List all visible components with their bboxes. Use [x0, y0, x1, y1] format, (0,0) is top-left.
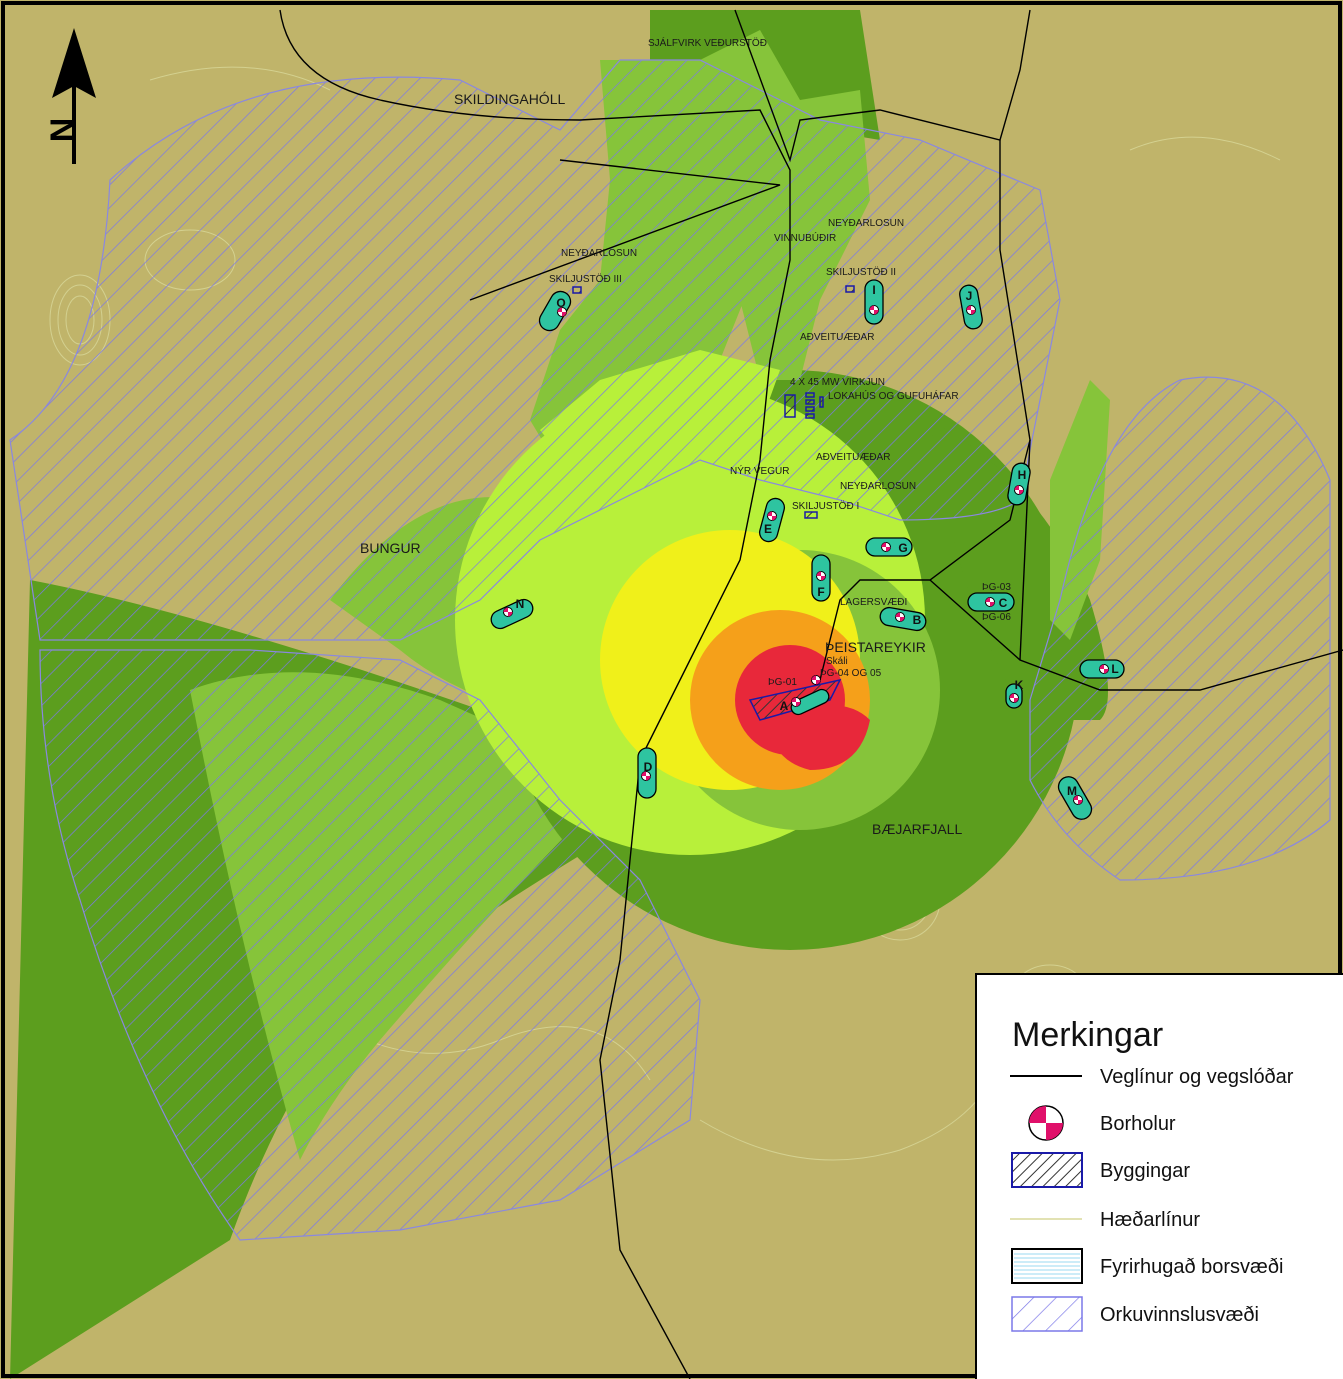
- well-label[interactable]: B: [913, 613, 922, 627]
- place-label: ÞEISTAREYKIR: [825, 639, 926, 655]
- place-label: SKILJUSTÖÐ III: [549, 273, 622, 285]
- zone-red-lobe: [770, 705, 870, 770]
- borehole-icon: [641, 771, 651, 781]
- borehole-icon: [1028, 1105, 1064, 1141]
- well-label[interactable]: O: [556, 296, 565, 310]
- place-label: 4 X 45 MW VIRKJUN: [790, 377, 885, 388]
- legend-label: Byggingar: [1100, 1160, 1190, 1182]
- place-label: BUNGUR: [360, 540, 421, 556]
- borehole-markers: [503, 305, 1109, 805]
- well-label[interactable]: N: [516, 597, 525, 611]
- road-lines: [279, 9, 1343, 1379]
- borehole-icon: [895, 612, 905, 622]
- well-label[interactable]: L: [1111, 662, 1118, 676]
- well-pad-i[interactable]: [864, 279, 884, 325]
- place-label: AÐVEITUÆÐAR: [800, 332, 874, 343]
- drill-area-icon: [1011, 1248, 1083, 1284]
- place-label: VINNUBÚÐIR: [774, 231, 836, 244]
- well-label[interactable]: H: [1018, 468, 1027, 482]
- place-label: SKILJUSTÖÐ II: [826, 266, 896, 278]
- place-label: ÞG-06: [982, 612, 1011, 623]
- well-label[interactable]: K: [1015, 678, 1024, 692]
- place-label: SJÁLFVIRK VEÐURSTÖÐ: [648, 36, 767, 49]
- borehole-icon: [1014, 485, 1024, 495]
- borehole-icon: [811, 675, 821, 685]
- borehole-icon: [1073, 795, 1083, 805]
- place-labels: SJÁLFVIRK VEÐURSTÖÐ SKILDINGAHÓLL NEYÐAR…: [360, 36, 1011, 837]
- borehole-icon: [881, 542, 891, 552]
- borehole-icon: [791, 697, 801, 707]
- borehole-icon: [1099, 664, 1109, 674]
- place-label: AÐVEITUÆÐAR: [816, 452, 890, 463]
- place-label: Skáli: [826, 656, 848, 667]
- zone-mid-east: [1050, 380, 1110, 640]
- borehole-icon: [966, 305, 976, 315]
- well-label[interactable]: F: [817, 585, 824, 599]
- place-label: ÞG-04 OG 05: [820, 668, 882, 679]
- borehole-icon: [985, 597, 995, 607]
- energy-zones-hatch: [9, 59, 1331, 1241]
- north-arrow-label: N: [44, 118, 82, 143]
- place-label: LAGERSVÆÐI: [840, 597, 907, 608]
- legend-label: Fyrirhugað borsvæði: [1100, 1256, 1283, 1278]
- borehole-icon: [1009, 693, 1019, 703]
- borehole-icon: [869, 305, 879, 315]
- place-label: BÆJARFJALL: [872, 821, 962, 837]
- place-label: NEYÐARLOSUN: [561, 248, 637, 259]
- place-label: NEYÐARLOSUN: [828, 218, 904, 229]
- place-label: SKILDINGAHÓLL: [454, 91, 565, 107]
- legend: Merkingar Veglínur og vegslóðar Borholur…: [975, 973, 1343, 1379]
- legend-label: Veglínur og vegslóðar: [1100, 1066, 1294, 1088]
- well-label[interactable]: C: [999, 596, 1008, 610]
- place-label: ÞG-01: [768, 677, 797, 688]
- place-label: NEYÐARLOSUN: [840, 481, 916, 492]
- legend-label: Orkuvinnslusvæði: [1100, 1304, 1259, 1326]
- well-label[interactable]: A: [780, 699, 789, 713]
- place-label: ÞG-03: [982, 582, 1011, 593]
- building-hatch-icon: [1011, 1152, 1083, 1188]
- legend-label: Hæðarlínur: [1100, 1209, 1200, 1231]
- legend-label: Borholur: [1100, 1113, 1176, 1135]
- legend-title: Merkingar: [1012, 1016, 1163, 1054]
- well-label[interactable]: J: [966, 289, 973, 303]
- well-pad-h[interactable]: [1006, 462, 1031, 506]
- place-label: NÝR VEGUR: [730, 464, 789, 477]
- well-label[interactable]: M: [1067, 784, 1077, 798]
- place-label: LOKAHÚS OG GUFUHÁFAR: [828, 389, 959, 402]
- energy-area-hatch-icon: [1011, 1296, 1083, 1332]
- borehole-icon: [767, 511, 777, 521]
- place-label: SKILJUSTÖÐ I: [792, 500, 859, 512]
- well-label[interactable]: E: [764, 522, 772, 536]
- well-label[interactable]: I: [872, 283, 875, 297]
- well-pad-a[interactable]: [789, 687, 831, 717]
- borehole-icon: [557, 307, 567, 317]
- well-label[interactable]: G: [898, 541, 907, 555]
- well-label[interactable]: D: [644, 760, 653, 774]
- north-arrow-icon: N: [44, 28, 96, 164]
- borehole-icon: [816, 571, 826, 581]
- well-letters: O I J H E G F B C L K N D M A: [516, 283, 1119, 798]
- borehole-icon: [503, 607, 513, 617]
